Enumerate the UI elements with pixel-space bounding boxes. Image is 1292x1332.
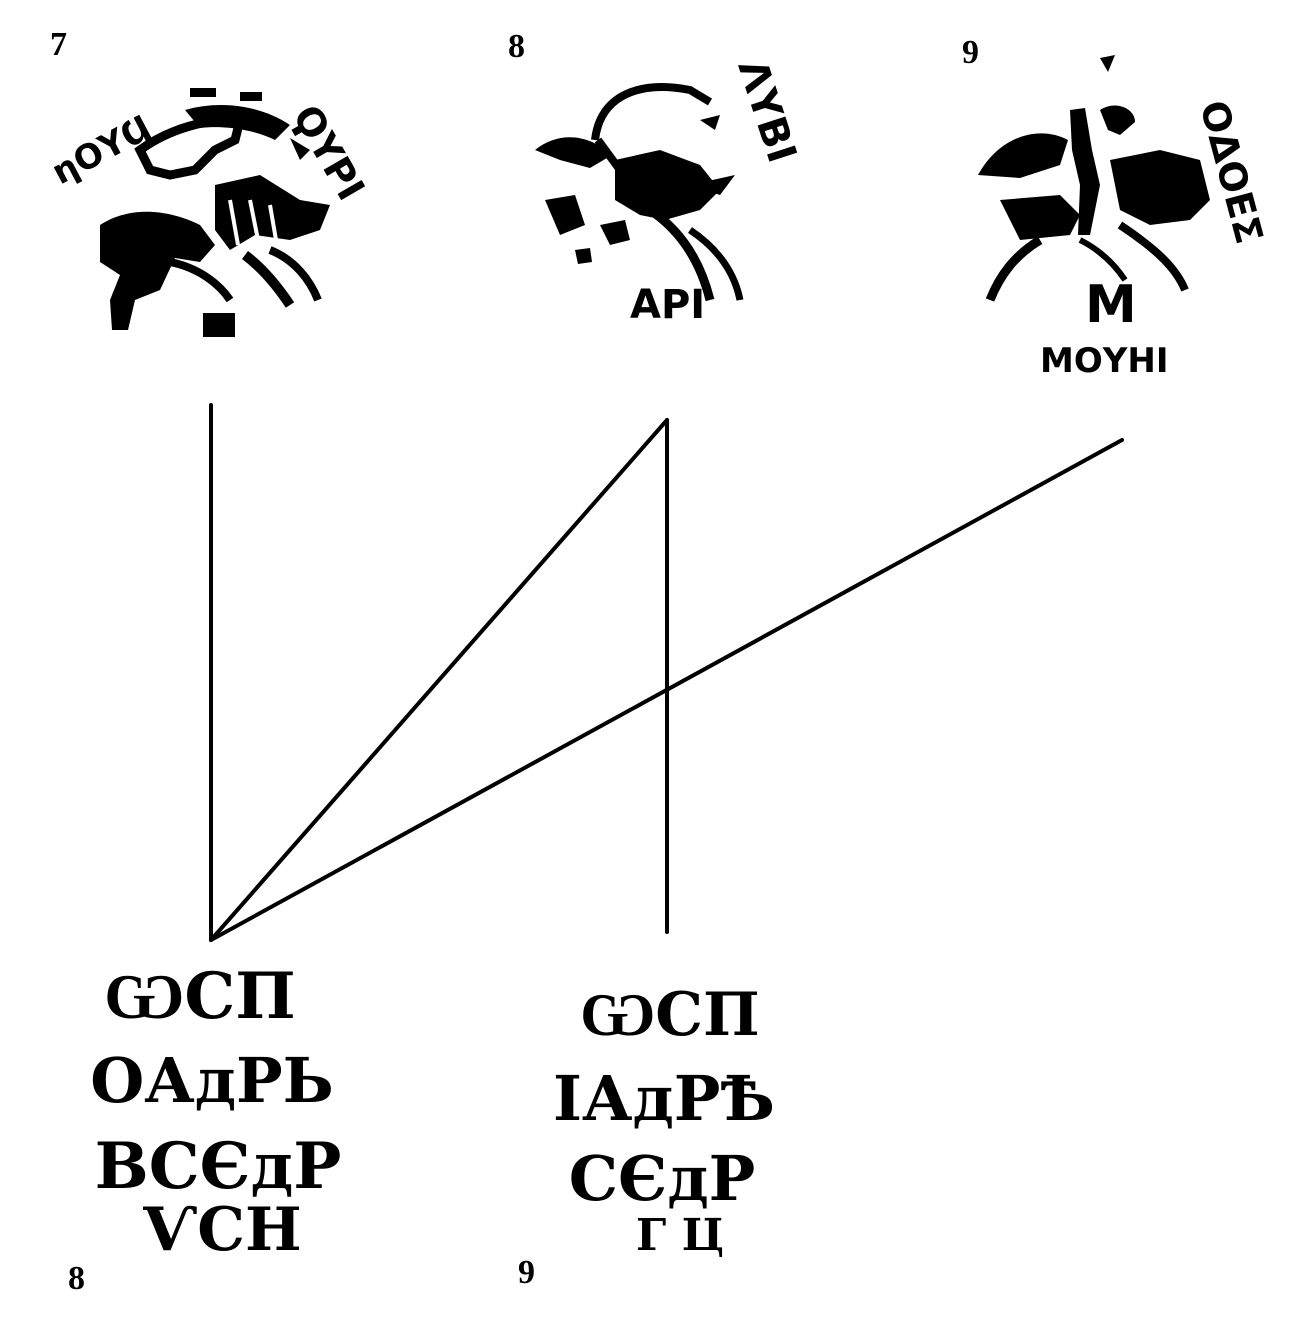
reverse-8-line-2: ОАдРЬ xyxy=(90,1044,334,1117)
reverse-8-line-4: ѴСН xyxy=(142,1195,301,1265)
legend-right-8: ΛΥΒΙ xyxy=(728,54,804,168)
reverse-9-line-1: ѠСП xyxy=(580,980,759,1050)
obverse-label-9: 9 xyxy=(962,34,979,71)
horseman-drawing-7 xyxy=(100,88,330,337)
legend-bottom-8: ΑΡΙ xyxy=(630,282,705,328)
horseman-drawing-8 xyxy=(535,83,744,302)
horseman-drawing-9 xyxy=(978,55,1210,302)
die-links xyxy=(209,403,1124,942)
reverse-coin-9: ѠСП ІАдРѢ СЄдР Г Ц xyxy=(553,980,775,1261)
reverse-8-line-1: ѠСП xyxy=(104,959,295,1034)
link-obverse-8-to-reverse-8 xyxy=(209,418,669,942)
reverse-9-line-2: ІАдРѢ xyxy=(553,1062,775,1135)
obverse-label-7: 7 xyxy=(50,26,67,63)
link-obverse-9-to-reverse-8 xyxy=(209,438,1124,942)
reverse-9-line-3: СЄдР xyxy=(569,1142,756,1215)
reverse-8-line-3: ВСЄдР xyxy=(95,1129,342,1204)
reverse-label-8: 8 xyxy=(68,1260,85,1297)
reverse-9-line-4: Г Ц xyxy=(636,1210,724,1261)
obverse-coin-8: ΛΥΒΙ ΑΡΙ xyxy=(535,54,805,328)
legend-right-9: ΟΔΟΕΣ xyxy=(1191,96,1271,248)
obverse-coin-9: M ΟΔΟΕΣ ΜΟΥΗΙ xyxy=(978,55,1272,381)
reverse-label-9: 9 xyxy=(518,1254,535,1291)
legend-left-7: ηΟΥϤ xyxy=(45,108,157,193)
legend-bottom-monogram-9: M xyxy=(1085,275,1137,335)
obverse-label-8: 8 xyxy=(508,28,525,65)
obverse-coin-7: ηΟΥϤ ϘΥΡΙ xyxy=(45,88,373,337)
legend-bottom-9: ΜΟΥΗΙ xyxy=(1040,341,1168,381)
reverse-coin-8: ѠСП ОАдРЬ ВСЄдР ѴСН xyxy=(90,959,341,1265)
